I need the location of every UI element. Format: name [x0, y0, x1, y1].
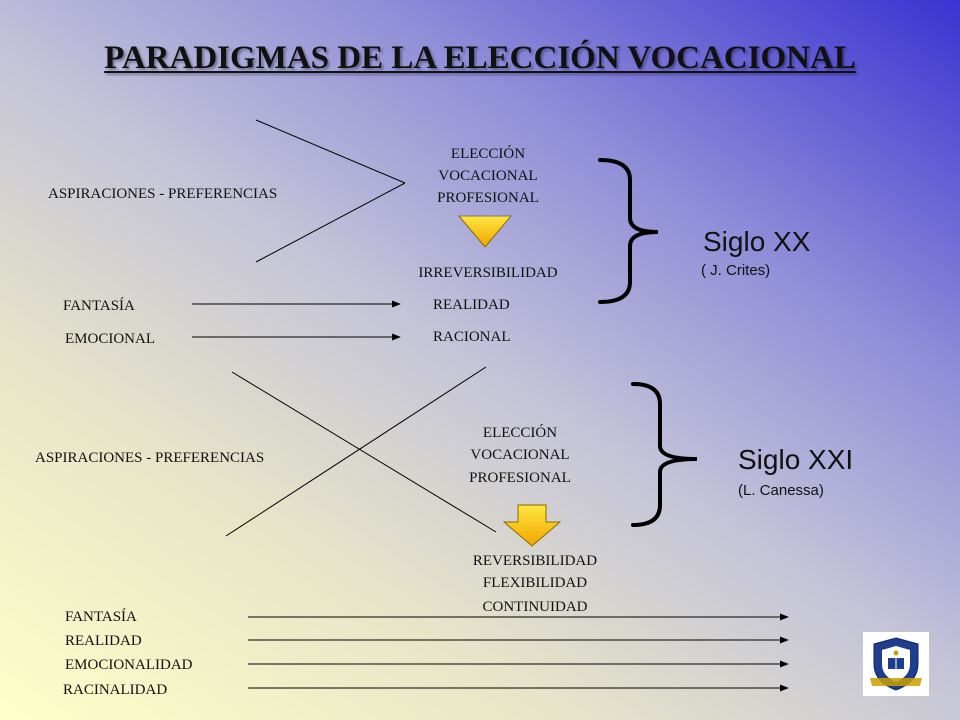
xx-period: Siglo XX	[703, 226, 811, 257]
xxi-row-4: RACINALIDAD	[63, 682, 168, 698]
xx-row-from-1: FANTASÍA	[63, 298, 135, 314]
xx-converge-line-top	[255, 119, 406, 184]
xxi-result-2: FLEXIBILIDAD	[482, 575, 588, 591]
xx-author: ( J. Crites)	[701, 262, 771, 279]
xxi-row-3: EMOCIONALIDAD	[65, 657, 193, 673]
xx-row-to-2: RACIONAL	[433, 329, 511, 345]
page-title: PARADIGMAS DE LA ELECCIÓN VOCACIONAL	[104, 40, 856, 76]
xx-result: IRREVERSIBILIDAD	[418, 265, 558, 281]
down-arrow-icon	[502, 504, 562, 547]
xx-left-label: ASPIRACIONES - PREFERENCIAS	[48, 186, 278, 202]
xxi-cross-line-up	[225, 366, 487, 537]
xxi-result-1: REVERSIBILIDAD	[472, 553, 598, 569]
xxi-row-1: FANTASÍA	[65, 609, 137, 625]
xxi-author: (L. Canessa)	[738, 482, 824, 499]
xx-row-from-2: EMOCIONAL	[65, 331, 155, 347]
xx-converge-line-bottom	[255, 182, 406, 263]
down-arrow-icon	[457, 215, 513, 248]
xxi-choice-line-2: VOCACIONAL	[470, 447, 570, 463]
xxi-choice-line-3: PROFESIONAL	[469, 470, 571, 486]
right-brace-icon	[598, 158, 659, 304]
xxi-cross-line-down	[231, 371, 497, 533]
xxi-row-2: REALIDAD	[65, 633, 142, 649]
xx-choice-line-3: PROFESIONAL	[437, 190, 539, 206]
xxi-left-label: ASPIRACIONES - PREFERENCIAS	[35, 450, 265, 466]
right-brace-icon	[631, 382, 698, 527]
xx-row-to-1: REALIDAD	[433, 297, 510, 313]
xx-choice-line-1: ELECCIÓN	[450, 146, 526, 162]
xxi-result-3: CONTINUIDAD	[482, 599, 588, 615]
xxi-period: Siglo XXI	[738, 444, 854, 475]
xxi-choice-line-1: ELECCIÓN	[482, 425, 558, 441]
university-seal-icon	[863, 632, 929, 696]
xx-choice-line-2: VOCACIONAL	[438, 168, 538, 184]
